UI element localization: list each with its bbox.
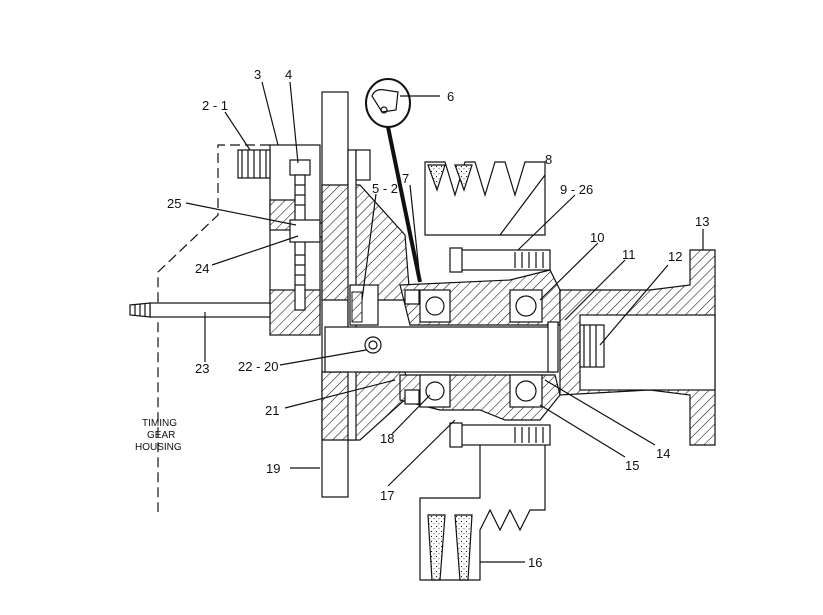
bolt-head-2-1 <box>237 149 271 179</box>
rear-bearing-upper <box>509 289 543 323</box>
callout-4: 4 <box>285 67 292 82</box>
callout-15: 15 <box>625 458 639 473</box>
timing-gear-housing-outline <box>157 144 270 512</box>
pulley-16 <box>419 422 551 581</box>
front-bearing-lower <box>419 374 451 408</box>
hub-flange-13 <box>547 249 716 446</box>
rear-bearing-lower <box>509 374 543 408</box>
callout-11: 11 <box>622 247 636 262</box>
callout-10: 10 <box>590 230 604 245</box>
callout-9-26: 9 - 26 <box>560 182 593 197</box>
front-bearing-upper <box>419 289 451 323</box>
detail-inset-6 <box>365 78 422 283</box>
callout-25: 25 <box>167 196 181 211</box>
callout-16: 16 <box>528 555 542 570</box>
callout-24: 24 <box>195 261 209 276</box>
callout-19: 19 <box>266 461 280 476</box>
pulley-8 <box>424 161 551 273</box>
callout-5-2: 5 - 2 <box>372 181 398 196</box>
callout-13: 13 <box>695 214 709 229</box>
leader-lines <box>185 81 704 563</box>
callout-8: 8 <box>545 152 552 167</box>
callout-3: 3 <box>254 67 261 82</box>
callout-2-1: 2 - 1 <box>202 98 228 113</box>
housing-label-line-1: TIMING <box>142 418 177 429</box>
seal-7 <box>404 289 420 405</box>
shaft-23 <box>129 302 271 318</box>
main-shaft <box>324 326 556 373</box>
callout-22-20: 22 - 20 <box>238 359 278 374</box>
housing-label-line-2: GEAR <box>147 430 175 441</box>
callout-21: 21 <box>265 403 279 418</box>
callout-6: 6 <box>447 89 454 104</box>
retainer-5 <box>349 284 379 326</box>
callout-17: 17 <box>380 488 394 503</box>
housing-label-line-3: HOUSING <box>135 442 182 453</box>
callout-23: 23 <box>195 361 209 376</box>
callout-18: 18 <box>380 431 394 446</box>
callout-7: 7 <box>402 171 409 186</box>
callout-14: 14 <box>656 446 670 461</box>
callout-12: 12 <box>668 249 682 264</box>
